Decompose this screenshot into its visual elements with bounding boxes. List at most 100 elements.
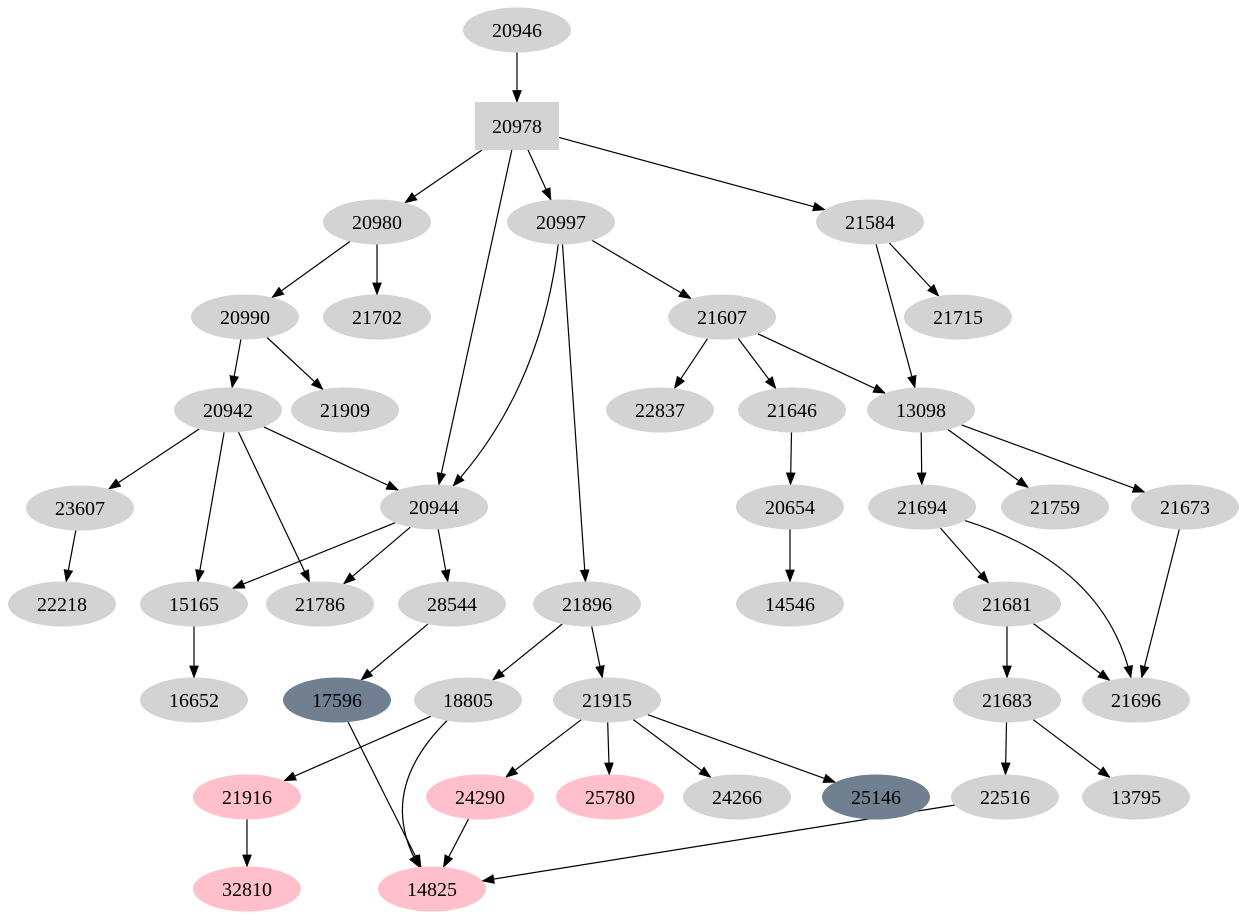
node-label: 20946 [492,20,542,42]
edge-21915-24266 [632,719,712,779]
node-label: 20997 [536,212,586,234]
node-shape-ellipse [8,581,116,627]
node-label: 22218 [37,594,87,616]
graph-node-17596: 17596 [283,677,391,723]
graph-node-21673: 21673 [1131,484,1239,530]
node-shape-ellipse [1001,484,1109,530]
edge-23607-22218 [63,530,77,583]
edge-21607-13098 [757,333,887,394]
node-label: 23607 [55,498,105,520]
node-label: 21715 [933,307,983,329]
node-shape-ellipse [553,677,661,723]
node-label: 21696 [1111,690,1161,712]
node-shape-ellipse [323,294,431,340]
graph-node-21696: 21696 [1082,677,1190,723]
node-shape-ellipse [140,677,248,723]
edge-20990-21909 [266,337,324,391]
graph-node-21646: 21646 [738,387,846,433]
edge-20978-20980 [404,149,483,204]
node-label: 20978 [492,116,542,138]
node-shape-ellipse [736,581,844,627]
node-shape-ellipse [1082,677,1190,723]
edge-13098-21673 [961,424,1146,493]
graph-node-21896: 21896 [533,581,641,627]
graph-node-21681: 21681 [953,581,1061,627]
edge-21896-21915 [591,626,605,679]
node-shape-ellipse [378,866,486,912]
edge-20978-20944 [436,149,513,486]
edge-21896-18805 [491,623,563,681]
graph-node-21786: 21786 [266,581,374,627]
node-shape-ellipse [868,484,976,530]
node-shape-ellipse [1131,484,1239,530]
edge-21607-22837 [673,338,708,390]
node-shape-ellipse [816,199,924,245]
node-label: 13795 [1111,787,1161,809]
graph-node-20990: 20990 [191,294,299,340]
graph-node-21694: 21694 [868,484,976,530]
edge-20978-20997 [527,149,552,201]
graph-node-28544: 28544 [398,581,506,627]
node-shape-ellipse [668,294,776,340]
graph-node-21683: 21683 [953,677,1061,723]
graph-node-16652: 16652 [140,677,248,723]
edge-20944-21786 [342,526,411,585]
node-shape-ellipse [953,581,1061,627]
graph-node-18805: 18805 [414,677,522,723]
edge-28544-17596 [360,623,429,681]
graph-node-20946: 20946 [463,7,571,53]
graph-node-20978: 20978 [475,102,559,150]
node-label: 21702 [352,307,402,329]
node-label: 21683 [982,690,1032,712]
edge-21584-13098 [875,244,917,389]
node-label: 32810 [222,879,272,901]
node-label: 15165 [169,594,219,616]
graph-node-22218: 22218 [8,581,116,627]
edge-21694-21681 [940,527,990,584]
node-shape-ellipse [736,484,844,530]
node-shape-ellipse [140,581,248,627]
edge-21607-21646 [737,338,777,390]
node-shape-ellipse [291,387,399,433]
edges-layer [63,52,1180,884]
edge-21584-21715 [888,242,940,297]
node-shape-ellipse [683,774,791,820]
edge-20942-23607 [107,428,200,490]
node-shape-ellipse [193,774,301,820]
graph-node-20942: 20942 [174,387,282,433]
node-label: 20990 [220,307,270,329]
edge-21915-24290 [505,719,582,778]
graph-node-25146: 25146 [822,774,930,820]
edge-20942-20944 [263,426,400,491]
edge-21694-21696 [964,520,1133,679]
graph-node-25780: 25780 [556,774,664,820]
graph-node-21607: 21607 [668,294,776,340]
edge-21673-21696 [1139,529,1180,679]
edge-18805-14825 [401,720,448,869]
node-label: 21646 [767,400,817,422]
graph-node-15165: 15165 [140,581,248,627]
node-shape-ellipse [380,484,488,530]
node-label: 24266 [712,787,762,809]
node-label: 17596 [312,690,362,712]
edge-20944-28544 [437,529,451,583]
graph-node-13098: 13098 [867,387,975,433]
edge-20997-20944 [452,244,559,487]
node-shape-ellipse [606,387,714,433]
graph-node-20654: 20654 [736,484,844,530]
node-label: 21681 [982,594,1032,616]
node-label: 20980 [352,212,402,234]
graph-node-21715: 21715 [904,294,1012,340]
node-label: 25146 [851,787,901,809]
node-label: 18805 [443,690,493,712]
node-label: 22516 [980,787,1030,809]
graph-node-21915: 21915 [553,677,661,723]
graph-node-24266: 24266 [683,774,791,820]
graph-node-22516: 22516 [951,774,1059,820]
node-label: 21694 [897,497,947,519]
edge-24290-14825 [442,818,470,868]
node-label: 14546 [765,594,815,616]
node-label: 20942 [203,400,253,422]
